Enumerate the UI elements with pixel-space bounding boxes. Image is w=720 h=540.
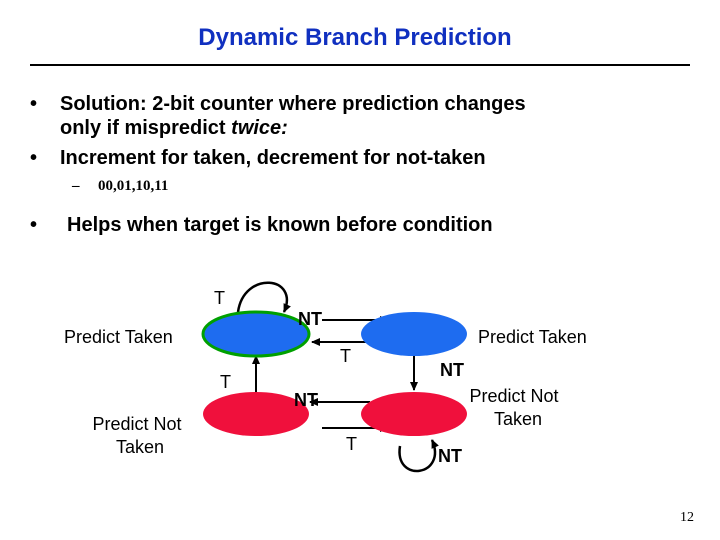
- bullet-dot: •: [30, 147, 38, 169]
- transition-label-t-left-up: T: [220, 372, 231, 392]
- sub-bullet-states: – 00,01,10,11: [30, 178, 690, 195]
- sub-bullet-states-text: 00,01,10,11: [98, 178, 169, 194]
- slide-title: Dynamic Branch Prediction: [198, 24, 512, 51]
- label-predict-taken-right: Predict Taken: [478, 327, 587, 347]
- transition-label-t-top-return: T: [340, 346, 351, 366]
- state-strong-taken: [201, 310, 311, 358]
- state-strong-not-taken: [361, 392, 467, 436]
- transition-label-nt-self-bottom: NT: [438, 446, 462, 466]
- transition-label-nt-bottom: NT: [294, 390, 318, 410]
- bullet-helps: • Helps when target is known before cond…: [30, 213, 690, 237]
- sub-bullet-dash: –: [72, 178, 80, 194]
- label-predict-not-taken-right-1: Predict Not: [469, 386, 558, 406]
- bullet-solution: • Solution: 2-bit counter where predicti…: [30, 92, 690, 140]
- bullet-list: • Solution: 2-bit counter where predicti…: [30, 92, 690, 237]
- label-predict-not-taken-left-1: Predict Not: [92, 414, 181, 434]
- label-predict-taken-left: Predict Taken: [64, 327, 173, 347]
- bullet-dot: •: [30, 214, 38, 236]
- transition-label-nt-right-down: NT: [440, 360, 464, 380]
- bullet-dot: •: [30, 93, 38, 115]
- transition-label-nt-top: NT: [298, 309, 322, 329]
- label-predict-not-taken-right-2: Taken: [494, 409, 542, 429]
- self-loop-not-taken-bottom: [398, 439, 439, 473]
- transition-label-t-self-top: T: [214, 288, 225, 308]
- transition-label-t-bottom: T: [346, 434, 357, 454]
- bullet-solution-emphasis: twice:: [231, 117, 288, 139]
- bullet-solution-line1: Solution: 2-bit counter where prediction…: [60, 93, 526, 115]
- bullet-helps-text: Helps when target is known before condit…: [67, 214, 493, 236]
- bullet-increment-text: Increment for taken, decrement for not-t…: [60, 147, 486, 169]
- bullet-increment: • Increment for taken, decrement for not…: [30, 146, 690, 170]
- page-number: 12: [680, 510, 694, 525]
- bullet-solution-line2: only if mispredict: [60, 117, 232, 139]
- state-weak-taken: [361, 312, 467, 356]
- state-weak-not-taken: [203, 392, 309, 436]
- title-divider: [30, 64, 690, 66]
- self-loop-taken-top: [236, 281, 291, 313]
- label-predict-not-taken-left-2: Taken: [116, 437, 164, 457]
